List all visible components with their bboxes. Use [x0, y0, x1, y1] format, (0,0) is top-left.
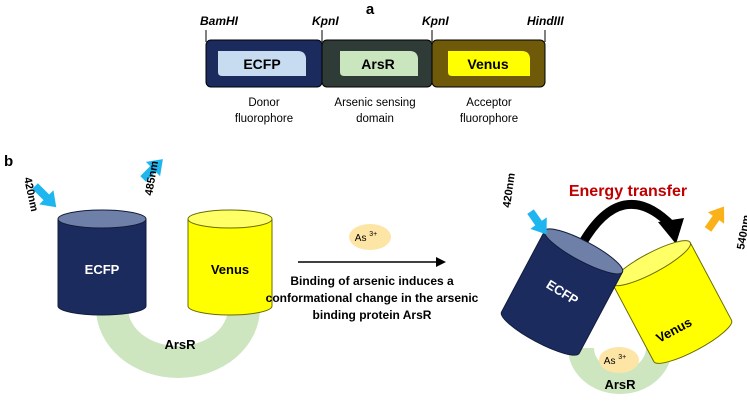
sensing-caption-1: Arsenic sensing — [334, 97, 415, 109]
venus-block: Venus — [431, 39, 546, 88]
energy-transfer-label: Energy transfer — [569, 183, 687, 200]
site-bamhi: BamHI — [200, 14, 239, 28]
left-excitation-arrow-icon — [32, 183, 57, 208]
middle-caption-3: binding protein ArsR — [313, 308, 432, 322]
right-ion-charge: 3+ — [618, 354, 626, 361]
middle-arsenic-ion: As 3+ — [349, 224, 391, 250]
sensing-caption-2: domain — [356, 113, 394, 125]
arsr-block-label: ArsR — [361, 56, 394, 72]
middle-caption-2: conformational change in the arsenic — [266, 291, 479, 305]
left-wl-out: 485nm — [143, 160, 161, 197]
right-venus-cylinder — [611, 240, 733, 364]
site-kpni-1: KpnI — [312, 14, 339, 28]
venus-block-label: Venus — [467, 56, 508, 72]
acceptor-caption-2: fluorophore — [460, 113, 518, 125]
left-arsr-label: ArsR — [164, 337, 196, 352]
left-wl-in: 420nm — [21, 176, 40, 213]
svg-text:As 3+: As 3+ — [604, 354, 626, 367]
donor-caption-2: fluorophore — [235, 113, 293, 125]
right-wl-out: 540nm — [735, 214, 747, 251]
right-ion-base: As — [604, 356, 616, 367]
left-emission-arrow-icon — [140, 159, 163, 182]
left-arsr-arc — [96, 308, 260, 378]
middle-ion-base: As — [355, 233, 367, 244]
donor-caption-1: Donor — [248, 97, 279, 109]
left-ecfp-label: ECFP — [85, 262, 120, 277]
right-ecfp-cylinder — [500, 228, 624, 356]
left-ecfp-cylinder: ECFP — [57, 209, 147, 316]
left-venus-cylinder: Venus — [187, 209, 273, 316]
restriction-sites — [205, 30, 546, 42]
arsr-block: ArsR — [321, 39, 433, 88]
right-arsenic-ion: As 3+ — [599, 347, 639, 373]
middle-caption-1: Binding of arsenic induces a — [290, 274, 454, 288]
reaction-arrow — [298, 257, 446, 267]
ecfp-block-label: ECFP — [243, 56, 280, 72]
svg-text:As 3+: As 3+ — [355, 231, 377, 244]
site-hindiii: HindIII — [527, 14, 564, 28]
right-excitation-arrow-icon — [527, 209, 547, 235]
acceptor-caption-1: Acceptor — [466, 97, 512, 109]
right-wl-in: 420nm — [501, 172, 518, 208]
ecfp-block: ECFP — [205, 39, 323, 88]
right-arsr-label: ArsR — [604, 377, 636, 392]
panel-a-label: a — [366, 1, 375, 18]
panel-b-label: b — [4, 153, 13, 170]
middle-ion-charge: 3+ — [369, 231, 377, 238]
right-emission-arrow-icon — [704, 206, 725, 232]
energy-transfer-arrow-icon — [578, 199, 684, 247]
left-venus-label: Venus — [211, 262, 249, 277]
site-kpni-2: KpnI — [422, 14, 449, 28]
